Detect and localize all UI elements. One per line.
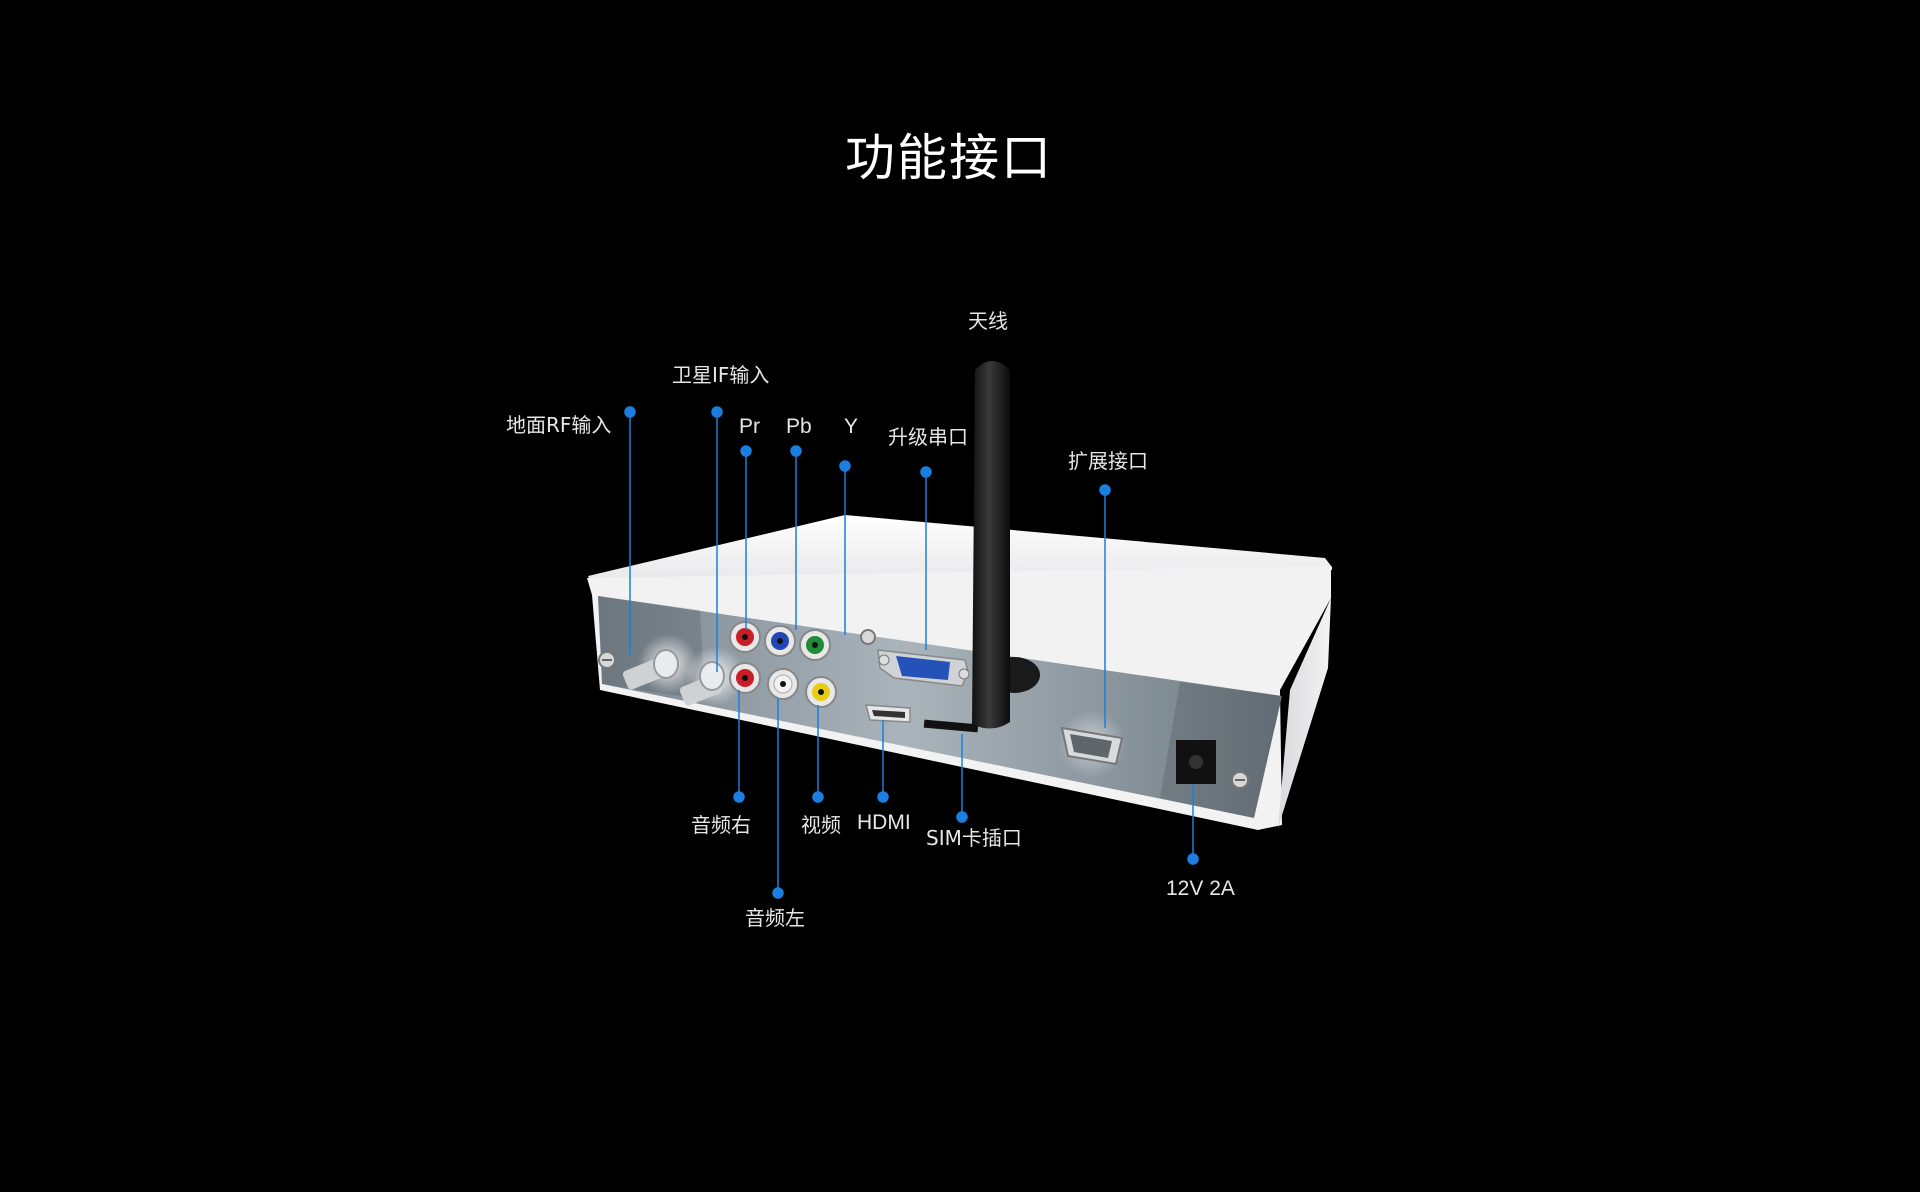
label-hdmi: HDMI xyxy=(857,811,911,834)
hdmi-port-icon xyxy=(865,704,911,723)
label-upgrade-serial: 升级串口 xyxy=(888,425,968,449)
label-antenna: 天线 xyxy=(968,309,1008,333)
upgrade-serial-port-icon xyxy=(877,649,970,687)
rca-audio-left-jack-icon xyxy=(767,668,799,700)
rca-audio-right-jack-icon xyxy=(729,662,761,694)
label-sim-slot: SIM卡插口 xyxy=(926,826,1022,850)
sim-slot-icon xyxy=(923,719,979,733)
label-audio-left: 音频左 xyxy=(745,906,805,930)
rf-input-connector-icon xyxy=(622,634,698,694)
rca-pr-jack-icon xyxy=(729,621,761,653)
rca-y-jack-icon xyxy=(799,629,831,661)
rca-video-jack-icon xyxy=(805,676,837,708)
power-jack-icon xyxy=(1176,740,1216,784)
label-power-12v-2a: 12V 2A xyxy=(1166,877,1235,900)
callout-lines xyxy=(624,406,1199,899)
if-input-connector-icon xyxy=(679,646,745,706)
label-pr: Pr xyxy=(739,415,760,438)
label-audio-right: 音频右 xyxy=(691,813,751,837)
label-video: 视频 xyxy=(801,813,841,837)
label-terrestrial-rf-input: 地面RF输入 xyxy=(506,413,612,437)
label-expansion-port: 扩展接口 xyxy=(1068,449,1148,473)
label-satellite-if-input: 卫星IF输入 xyxy=(672,363,770,387)
page-title: 功能接口 xyxy=(845,129,1053,187)
rca-pb-jack-icon xyxy=(764,625,796,657)
screw-mid-icon xyxy=(860,629,876,645)
screw-right-icon xyxy=(1231,771,1249,789)
antenna-icon xyxy=(972,361,1040,729)
expansion-port-icon xyxy=(1058,710,1126,778)
label-pb: Pb xyxy=(786,415,812,438)
screw-left-icon xyxy=(598,651,616,669)
label-y: Y xyxy=(844,415,859,438)
